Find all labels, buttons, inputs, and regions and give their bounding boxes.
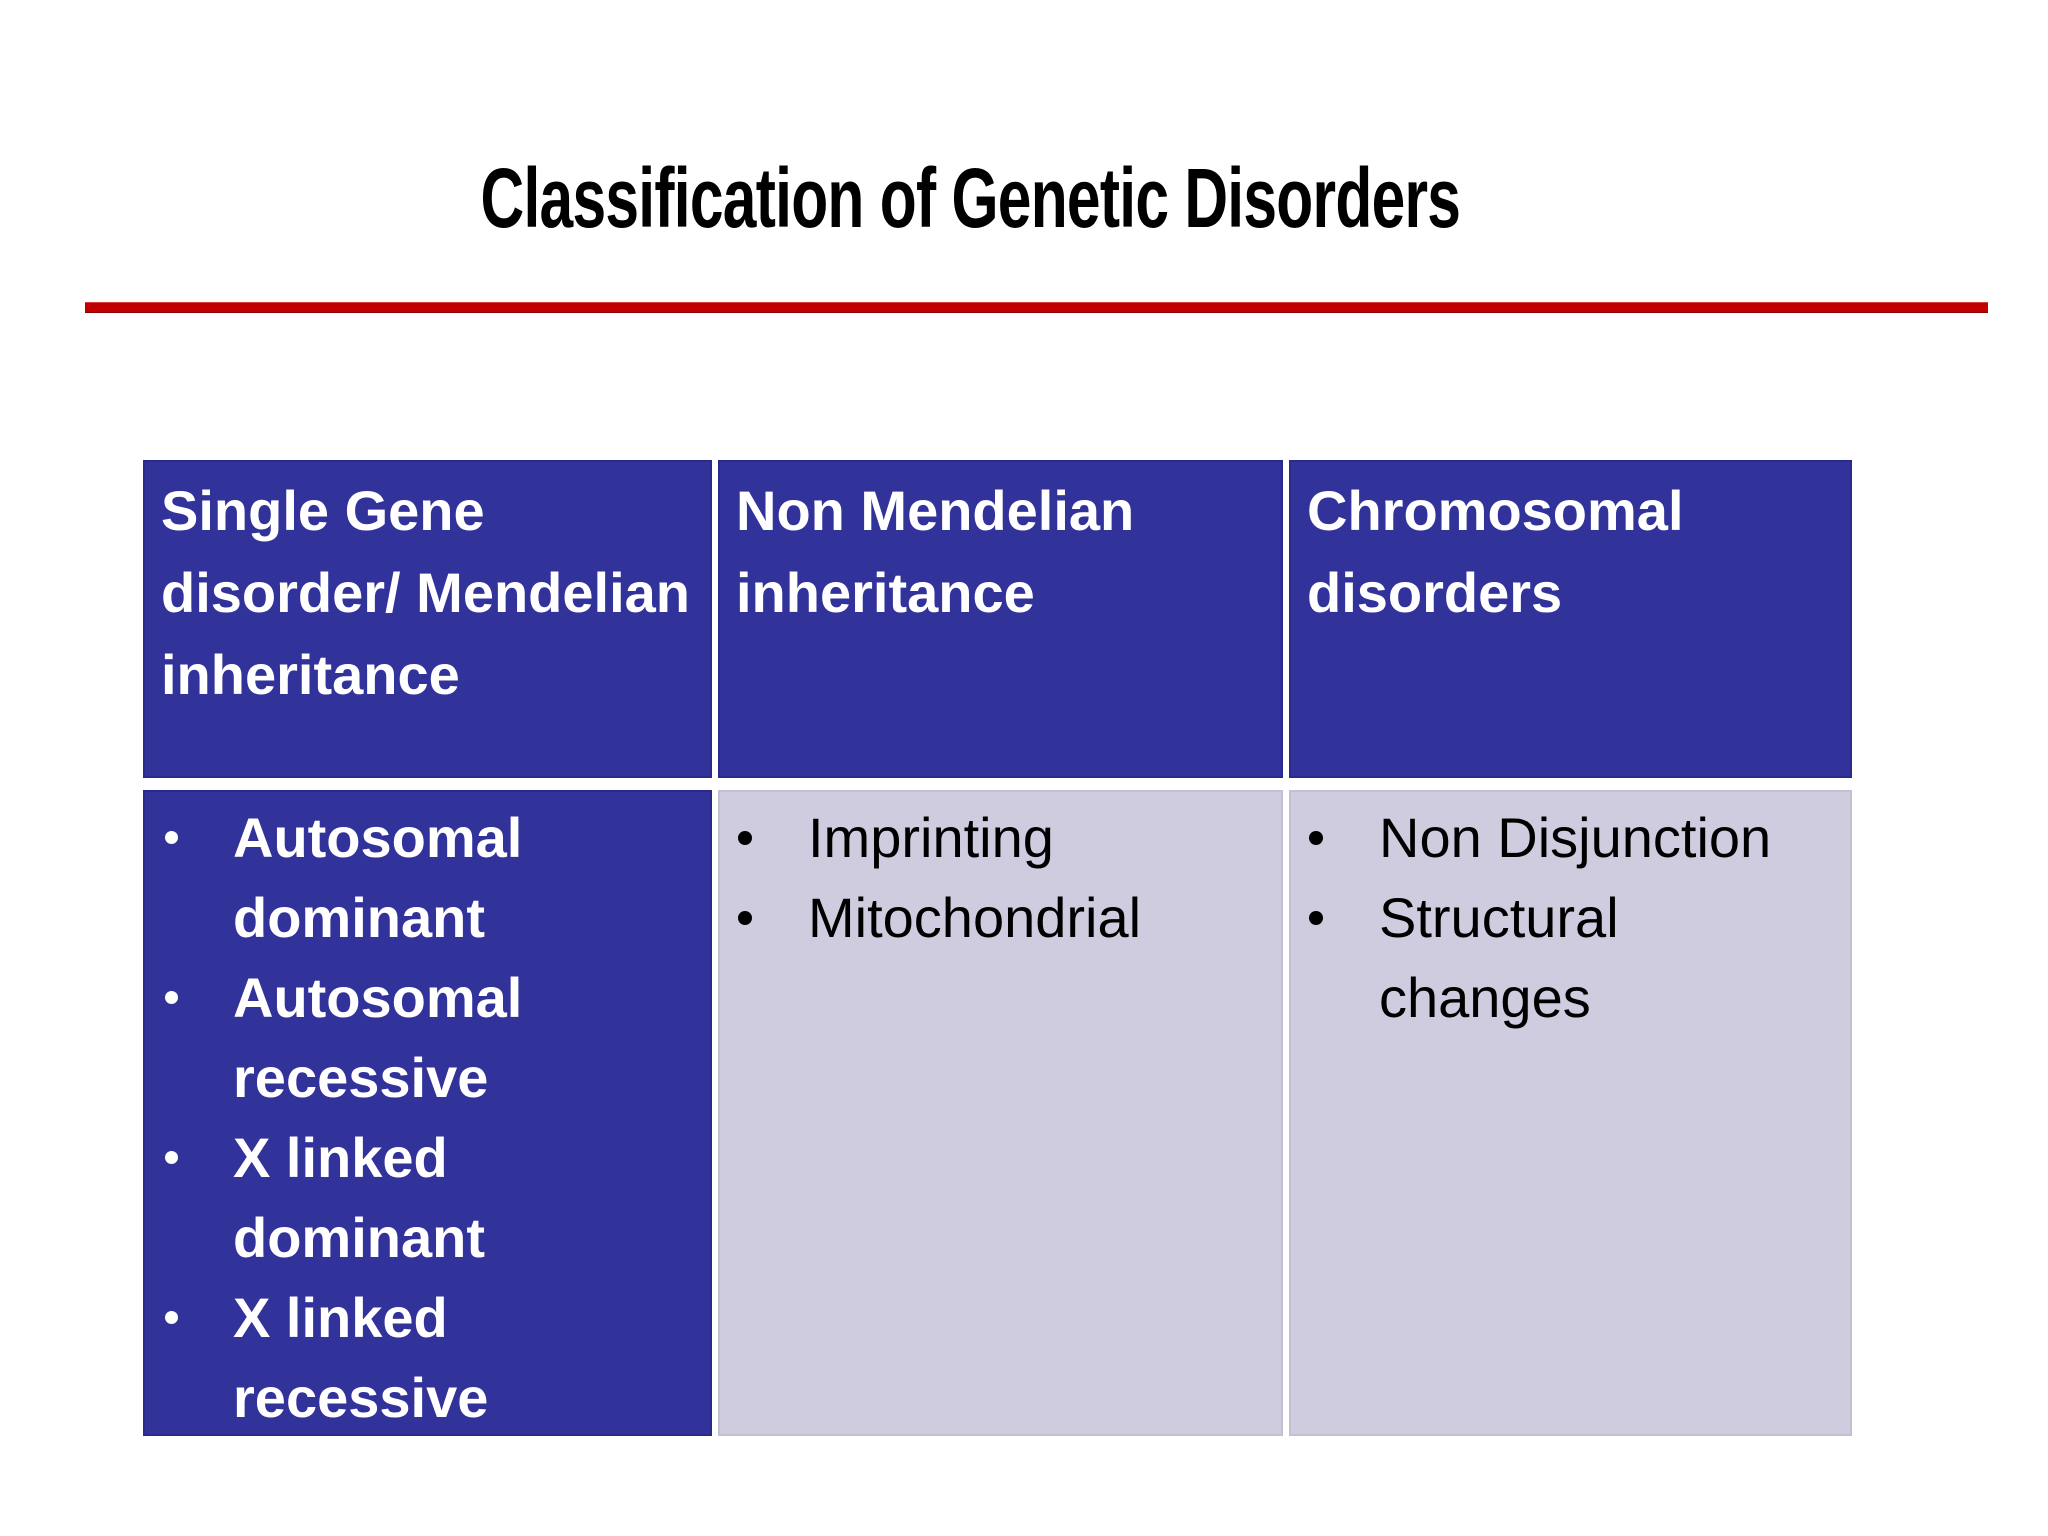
list-item: Mitochondrial bbox=[720, 878, 1271, 958]
list-item: Imprinting bbox=[720, 798, 1271, 878]
bullet-icon bbox=[165, 831, 178, 844]
list-item-text: Non Disjunction bbox=[1379, 806, 1772, 869]
classification-table: Single Gene disorder/ Mendelian inherita… bbox=[143, 460, 1852, 1436]
table-header-single-gene: Single Gene disorder/ Mendelian inherita… bbox=[143, 460, 712, 778]
list-item-text: Structural changes bbox=[1379, 886, 1619, 1029]
bullet-icon bbox=[738, 911, 752, 925]
list-item-text: Autosomal recessive bbox=[233, 966, 523, 1109]
list-item-text: X linked recessive bbox=[233, 1286, 489, 1429]
bullet-icon bbox=[1309, 831, 1323, 845]
title-divider-rule bbox=[85, 302, 1988, 313]
list-item: X linked recessive bbox=[145, 1278, 700, 1434]
table-header-non-mendelian: Non Mendelian inheritance bbox=[718, 460, 1283, 778]
list-item: X linked dominant bbox=[145, 1118, 700, 1278]
bullet-icon bbox=[738, 831, 752, 845]
slide-title-container: Classification of Genetic Disorders bbox=[0, 146, 1940, 250]
list-item-text: Autosomal dominant bbox=[233, 806, 523, 949]
list-item-text: X linked dominant bbox=[233, 1126, 485, 1269]
bullet-icon bbox=[1309, 911, 1323, 925]
list-item-text: Mitochondrial bbox=[808, 886, 1142, 949]
bullet-icon bbox=[165, 1311, 178, 1324]
list-item: Non Disjunction bbox=[1291, 798, 1840, 878]
list-item: Structural changes bbox=[1291, 878, 1840, 1038]
list-item: Autosomal recessive bbox=[145, 958, 700, 1118]
list-item: Autosomal dominant bbox=[145, 798, 700, 958]
slide-title: Classification of Genetic Disorders bbox=[480, 151, 1460, 245]
bullet-icon bbox=[165, 1151, 178, 1164]
bullet-icon bbox=[165, 991, 178, 1004]
table-header-chromosomal: Chromosomal disorders bbox=[1289, 460, 1852, 778]
list-item-text: Imprinting bbox=[808, 806, 1054, 869]
